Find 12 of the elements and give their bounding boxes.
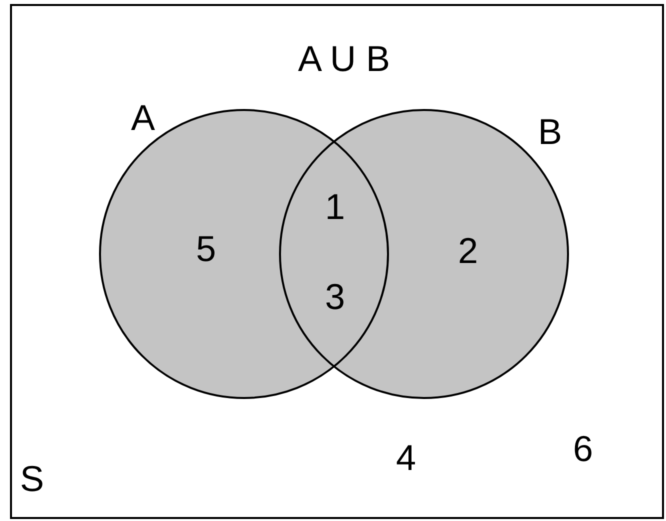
region-count: 4 <box>396 440 416 476</box>
region-count: 2 <box>458 233 478 269</box>
set-circle <box>279 109 570 399</box>
region-count: 6 <box>572 431 594 467</box>
universal-set-rectangle <box>10 4 664 519</box>
region-count: 5 <box>196 231 216 267</box>
title: A U B <box>298 41 390 77</box>
region-count: 3 <box>324 279 346 315</box>
set-label: A <box>131 100 155 136</box>
region-count: 1 <box>324 189 346 225</box>
set-label: B <box>538 114 562 150</box>
set-label: S <box>20 461 44 497</box>
